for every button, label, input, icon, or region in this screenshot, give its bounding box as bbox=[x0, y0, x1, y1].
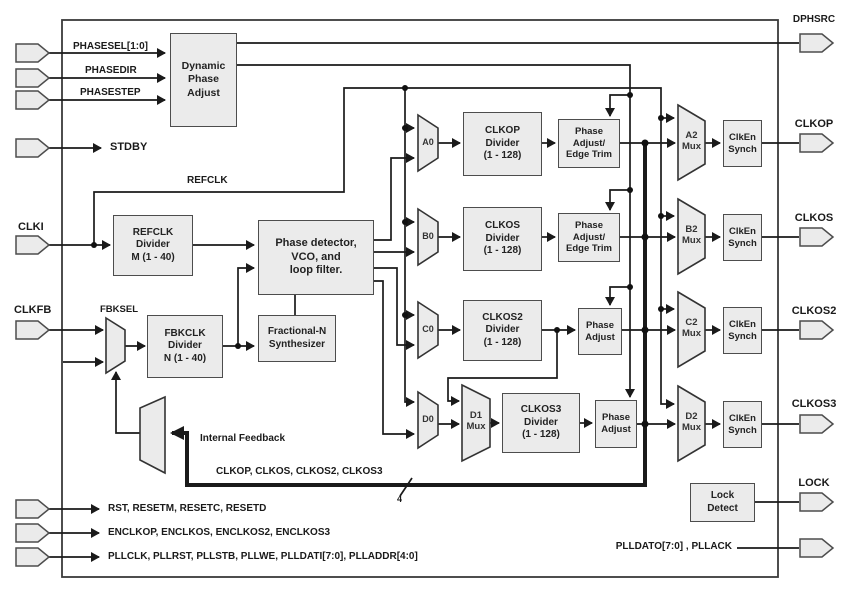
clkos-label: CLKOS bbox=[794, 212, 834, 224]
mux-c2-label: C2 Mux bbox=[682, 317, 701, 339]
wire-phasectl-c bbox=[605, 286, 630, 306]
output-pin-clkop bbox=[799, 133, 835, 153]
input-pin-stdby bbox=[15, 138, 51, 158]
clkos2-label: CLKOS2 bbox=[791, 305, 837, 317]
clken-synch-b-block: ClkEn Synch bbox=[723, 214, 762, 261]
output-pin-clkos2 bbox=[799, 320, 835, 340]
mux-c2 bbox=[677, 290, 706, 369]
enclk-row-label: ENCLKOP, ENCLKOS, ENCLKOS2, ENCLKOS3 bbox=[108, 527, 331, 538]
mux-b2-label: B2 Mux bbox=[682, 224, 701, 246]
phase-adjust-c-block: Phase Adjust bbox=[578, 308, 622, 355]
wire-vco-d0 bbox=[374, 280, 415, 439]
dphsrc-label: DPHSRC bbox=[792, 14, 836, 25]
clkos-divider-block: CLKOS Divider (1 - 128) bbox=[463, 207, 542, 271]
phasesel-label: PHASESEL[1:0] bbox=[73, 41, 149, 52]
output-pin-clkos3 bbox=[799, 414, 835, 434]
chip-boundary bbox=[61, 19, 779, 578]
internal-feedback-label: Internal Feedback bbox=[200, 433, 286, 444]
mux-c0 bbox=[417, 300, 439, 360]
fractional-n-synthesizer-block: Fractional-N Synthesizer bbox=[258, 315, 336, 362]
mux-fbksel bbox=[105, 316, 126, 375]
input-pin-rst bbox=[15, 499, 51, 519]
clken-synch-c-block: ClkEn Synch bbox=[723, 307, 762, 354]
mux-d0 bbox=[417, 390, 439, 450]
wire-refclk-dist bbox=[404, 88, 415, 407]
input-pin-phasedir bbox=[15, 68, 51, 88]
mux-a0-label: A0 bbox=[422, 137, 434, 147]
clkos3-label: CLKOS3 bbox=[791, 398, 837, 410]
wire-phasectl-a bbox=[605, 94, 630, 117]
mux-b0 bbox=[417, 207, 439, 267]
input-pin-phasesel bbox=[15, 43, 51, 63]
input-pin-clki bbox=[15, 235, 51, 255]
output-pins bbox=[799, 33, 835, 558]
mux-d0-label: D0 bbox=[422, 414, 434, 424]
clkos3-divider-block: CLKOS3 Divider (1 - 128) bbox=[502, 393, 580, 453]
phase-adjust-edge-trim-a-block: Phase Adjust/ Edge Trim bbox=[558, 119, 620, 168]
input-pin-clkfb bbox=[15, 320, 51, 340]
mux-a2-label: A2 Mux bbox=[682, 130, 701, 152]
rst-row-label: RST, RESETM, RESETC, RESETD bbox=[108, 503, 267, 514]
phasestep-label: PHASESTEP bbox=[80, 87, 141, 98]
phase-adjust-edge-trim-b-block: Phase Adjust/ Edge Trim bbox=[558, 213, 620, 262]
clkos2-divider-block: CLKOS2 Divider (1 - 128) bbox=[463, 300, 542, 361]
bus-width-label: 4 bbox=[397, 494, 403, 504]
dynamic-phase-adjust-block: Dynamic Phase Adjust bbox=[170, 33, 237, 127]
clken-synch-d-block: ClkEn Synch bbox=[723, 401, 762, 448]
wire-vco-c0 bbox=[374, 267, 415, 350]
lock-detect-block: Lock Detect bbox=[690, 483, 755, 522]
refclk-divider-block: REFCLK Divider M (1 - 40) bbox=[113, 215, 193, 276]
mux-d2 bbox=[677, 384, 706, 463]
wire-vco-a0 bbox=[374, 153, 415, 241]
output-pin-dphsrc bbox=[799, 33, 835, 53]
output-pin-lock bbox=[799, 492, 835, 512]
mux-d1 bbox=[461, 383, 491, 463]
input-pins bbox=[15, 43, 51, 567]
clken-synch-a-block: ClkEn Synch bbox=[723, 120, 762, 167]
input-pin-enclk bbox=[15, 523, 51, 543]
clkfb-label: CLKFB bbox=[14, 304, 52, 316]
pll-row-label: PLLCLK, PLLRST, PLLSTB, PLLWE, PLLDATI[7… bbox=[108, 551, 418, 562]
clkop-label: CLKOP bbox=[794, 118, 834, 130]
mux-a2 bbox=[677, 103, 706, 182]
fbkclk-divider-block: FBKCLK Divider N (1 - 40) bbox=[147, 315, 223, 378]
refclk-wire-label: REFCLK bbox=[187, 175, 228, 186]
wire-internal-feedback-bus bbox=[170, 143, 647, 487]
input-pin-phasestep bbox=[15, 90, 51, 110]
output-pin-plldato bbox=[799, 538, 835, 558]
plldato-row-label: PLLDATO[7:0] , PLLACK bbox=[615, 541, 732, 552]
mux-d2-label: D2 Mux bbox=[682, 411, 701, 433]
output-pin-clkos bbox=[799, 227, 835, 247]
fbksel-wire-label: FBKSEL bbox=[100, 304, 138, 315]
feedback-bus-label: CLKOP, CLKOS, CLKOS2, CLKOS3 bbox=[216, 466, 383, 477]
phase-detector-vco-block: Phase detector, VCO, and loop filter. bbox=[258, 220, 374, 295]
wire-refclk-bypass bbox=[93, 87, 675, 409]
wire-fbkclk-vco bbox=[237, 263, 255, 346]
stdby-label: STDBY bbox=[110, 141, 148, 153]
mux-b2 bbox=[677, 197, 706, 276]
mux-b0-label: B0 bbox=[422, 231, 434, 241]
mux-c0-label: C0 bbox=[422, 324, 434, 334]
mux-a0 bbox=[417, 113, 439, 173]
mux-d1-label: D1 Mux bbox=[466, 410, 486, 432]
muxes bbox=[105, 103, 706, 475]
phasedir-label: PHASEDIR bbox=[85, 65, 137, 76]
junction-dots bbox=[91, 85, 664, 428]
clki-label: CLKI bbox=[18, 221, 44, 233]
wire-phasectl-b bbox=[605, 189, 630, 211]
phase-adjust-d-block: Phase Adjust bbox=[595, 400, 637, 448]
clkop-divider-block: CLKOP Divider (1 - 128) bbox=[463, 112, 542, 176]
wire-cascade-d1 bbox=[447, 330, 558, 406]
wire-fbmux-fbksel bbox=[111, 371, 140, 434]
lock-label: LOCK bbox=[798, 477, 830, 489]
input-pin-pllbus bbox=[15, 547, 51, 567]
mux-internal-feedback bbox=[139, 395, 166, 475]
